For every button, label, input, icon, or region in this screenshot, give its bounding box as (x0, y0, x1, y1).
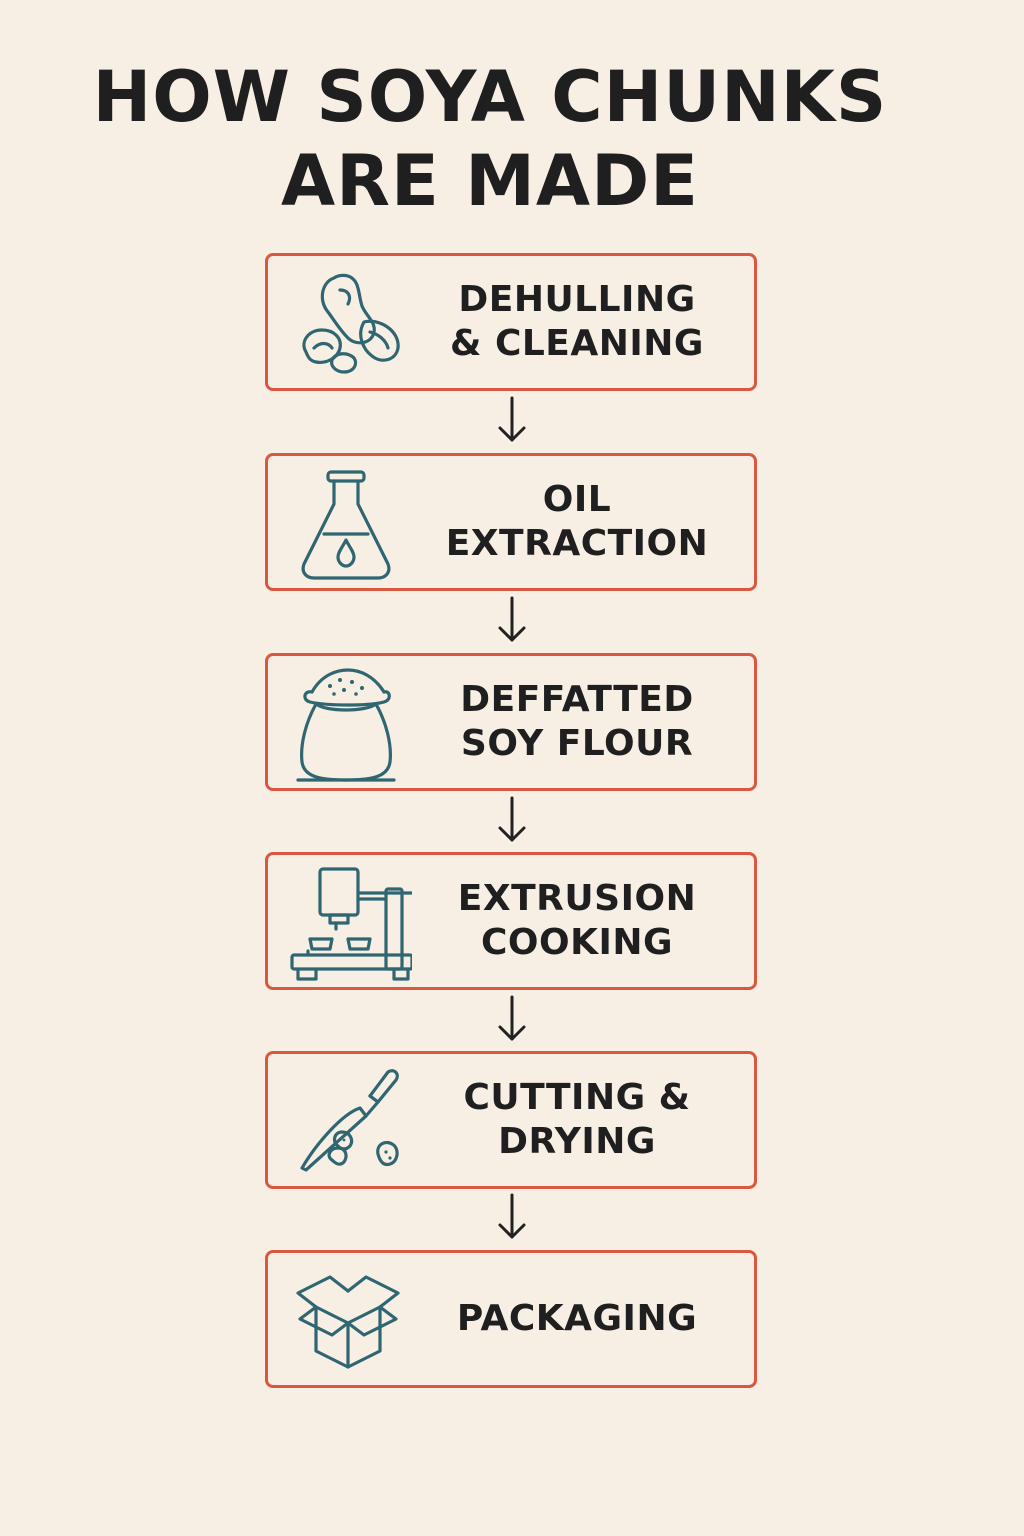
step-label-line-2: SOY FLOUR (460, 723, 694, 764)
step-label-line-1: OIL EXTRACTION (445, 479, 709, 564)
flow-arrow (496, 993, 528, 1047)
step-label: DEHULLING & CLEANING (418, 256, 736, 388)
step-label: EXTRUSION COOKING (418, 855, 736, 987)
step-dehulling-cleaning: DEHULLING & CLEANING (265, 253, 757, 391)
box-icon (282, 1257, 412, 1383)
step-packaging: PACKAGING (265, 1250, 757, 1388)
step-label-line-2: DRYING (498, 1121, 656, 1162)
flour-sack-icon (282, 660, 412, 786)
flow-arrow (496, 394, 528, 448)
flow-arrow (496, 1191, 528, 1245)
step-defatted-soy-flour: DEFFATTED SOY FLOUR (265, 653, 757, 791)
title-line-2: ARE MADE (280, 140, 700, 222)
step-label-line-1: EXTRUSION (457, 878, 697, 919)
flow-arrow (496, 794, 528, 848)
step-label-line-1: CUTTING & (463, 1077, 691, 1118)
step-label-line-1: PACKAGING (456, 1298, 698, 1339)
step-label-line-2: & CLEANING (450, 323, 704, 364)
soybeans-icon (282, 260, 412, 386)
step-label: OIL EXTRACTION (418, 456, 736, 588)
step-extrusion-cooking: EXTRUSION COOKING (265, 852, 757, 990)
step-cutting-drying: CUTTING & DRYING (265, 1051, 757, 1189)
step-oil-extraction: OIL EXTRACTION (265, 453, 757, 591)
step-label-line-2: COOKING (480, 922, 674, 963)
page-title: HOW SOYA CHUNKS ARE MADE (0, 55, 980, 223)
step-label: DEFFATTED SOY FLOUR (418, 656, 736, 788)
extruder-machine-icon (282, 859, 412, 985)
step-label-line-1: DEFFATTED (460, 679, 694, 720)
step-label-line-1: DEHULLING (458, 279, 696, 320)
knife-chunks-icon (282, 1058, 412, 1184)
step-label: CUTTING & DRYING (418, 1054, 736, 1186)
step-label: PACKAGING (418, 1253, 736, 1385)
title-line-1: HOW SOYA CHUNKS (92, 56, 888, 138)
flow-arrow (496, 594, 528, 648)
flask-oil-drop-icon (282, 460, 412, 586)
